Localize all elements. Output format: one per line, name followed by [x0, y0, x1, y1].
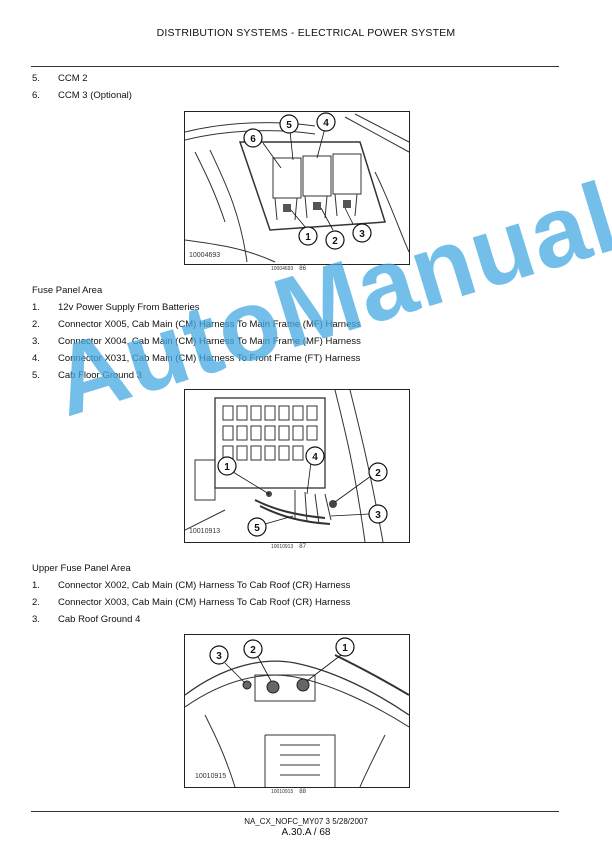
callout-label: 3 — [216, 651, 222, 662]
caption-number: 87 — [299, 544, 306, 550]
fuse-panel-illustration: 1 4 2 3 5 — [185, 390, 388, 542]
caption-number: 86 — [299, 266, 306, 272]
section-title: Fuse Panel Area — [32, 285, 103, 296]
item-text: Cab Roof Ground 4 — [58, 614, 141, 625]
section-title: Upper Fuse Panel Area — [32, 563, 131, 574]
callout-label: 1 — [305, 232, 311, 243]
list-item: 5. Cab Floor Ground 3 — [32, 370, 142, 381]
list-item: 2. Connector X005, Cab Main (CM) Harness … — [32, 319, 361, 330]
callout-label: 2 — [250, 645, 256, 656]
callout-label: 3 — [359, 229, 365, 240]
footer-doc-code: NA_CX_NOFC_MY07 3 5/28/2007 — [244, 817, 368, 826]
callout-label: 5 — [286, 120, 292, 131]
callout-label: 2 — [375, 468, 381, 479]
figure-id: 10004693 — [189, 252, 221, 259]
item-number: 2. — [32, 597, 40, 608]
list-item: 3. Connector X004, Cab Main (CM) Harness … — [32, 336, 361, 347]
list-item: 5. CCM 2 — [32, 73, 88, 84]
item-number: 3. — [32, 614, 40, 625]
figure-fuse-panel: 1 4 2 3 5 10010913 — [184, 389, 410, 543]
item-text: Connector X003, Cab Main (CM) Harness To… — [58, 597, 351, 608]
item-text: Connector X005, Cab Main (CM) Harness To… — [58, 319, 361, 330]
figure-id: 10010915 — [195, 773, 227, 780]
callout-label: 1 — [342, 643, 348, 654]
item-number: 3. — [32, 336, 40, 347]
item-number: 1. — [32, 302, 40, 313]
item-text: Cab Floor Ground 3 — [58, 370, 142, 381]
caption-code: 10010915 — [271, 789, 294, 795]
footer-rule — [31, 811, 559, 812]
list-item: 2. Connector X003, Cab Main (CM) Harness … — [32, 597, 350, 608]
item-text: CCM 3 (Optional) — [58, 90, 132, 101]
item-number: 4. — [32, 353, 40, 364]
item-number: 2. — [32, 319, 40, 330]
callout-label: 5 — [254, 523, 260, 534]
figure-caption: 10010915 88 — [271, 789, 306, 795]
item-number: 6. — [32, 90, 40, 101]
callout-label: 2 — [332, 236, 338, 247]
page-header: DISTRIBUTION SYSTEMS - ELECTRICAL POWER … — [156, 27, 456, 39]
caption-number: 88 — [299, 789, 306, 795]
callout-label: 1 — [224, 462, 230, 473]
list-item: 4. Connector X031, Cab Main (CM) Harness … — [32, 353, 360, 364]
list-item: 6. CCM 3 (Optional) — [32, 90, 132, 101]
caption-code: 10010913 — [271, 544, 294, 550]
item-text: Connector X002, Cab Main (CM) Harness To… — [58, 580, 351, 591]
callout-label: 4 — [323, 118, 329, 129]
footer-page-number: A.30.A / 68 — [281, 827, 331, 838]
caption-code: 10004693 — [271, 266, 294, 272]
header-rule — [31, 66, 559, 67]
callout-label: 4 — [312, 452, 318, 463]
figure-id: 10010913 — [189, 528, 221, 535]
list-item: 1. Connector X002, Cab Main (CM) Harness … — [32, 580, 350, 591]
callout-label: 3 — [375, 510, 381, 521]
list-item: 3. Cab Roof Ground 4 — [32, 614, 140, 625]
figure-caption: 10004693 86 — [271, 266, 306, 272]
item-number: 5. — [32, 370, 40, 381]
figure-ccm-modules: 6 5 4 1 2 3 10004693 — [184, 111, 410, 265]
upper-fuse-panel-illustration: 3 2 1 — [185, 637, 409, 787]
item-text: CCM 2 — [58, 73, 88, 84]
figure-upper-fuse-panel: 3 2 1 10010915 — [184, 634, 410, 788]
item-number: 5. — [32, 73, 40, 84]
list-item: 1. 12v Power Supply From Batteries — [32, 302, 200, 313]
item-text: 12v Power Supply From Batteries — [58, 302, 200, 313]
callout-label: 6 — [250, 134, 256, 145]
item-text: Connector X004, Cab Main (CM) Harness To… — [58, 336, 361, 347]
figure-caption: 10010913 87 — [271, 544, 306, 550]
item-text: Connector X031, Cab Main (CM) Harness To… — [58, 353, 361, 364]
ccm-modules-illustration: 6 5 4 1 2 3 — [185, 112, 409, 263]
item-number: 1. — [32, 580, 40, 591]
